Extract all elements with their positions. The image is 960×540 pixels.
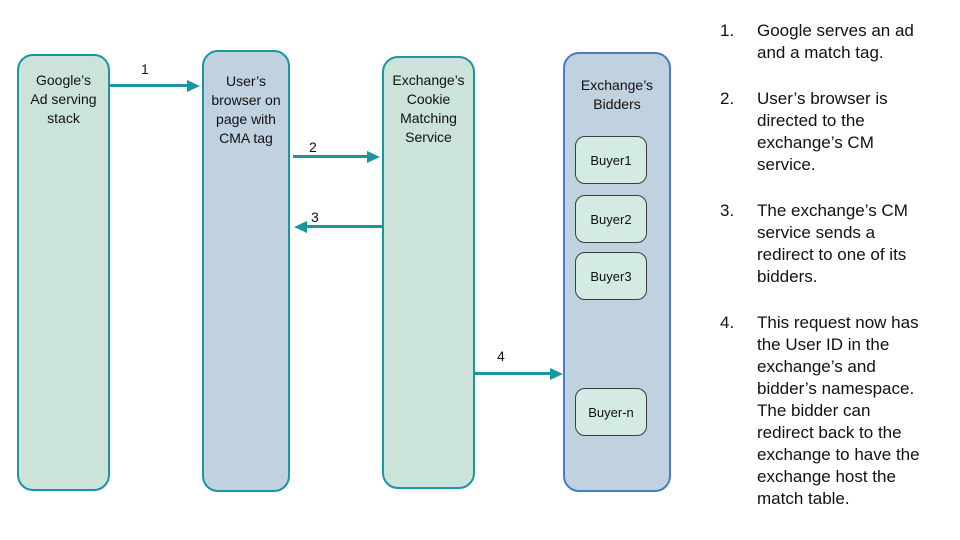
step-1-number: 1.: [720, 21, 735, 40]
buyer-box-3-label: Buyer3: [590, 268, 632, 284]
step-item-2: 2. User’s browser is directed to the exc…: [720, 88, 958, 176]
step-3-number: 3.: [720, 201, 735, 220]
step-item-4: 4. This request now has the User ID in t…: [720, 312, 958, 510]
step-4-number: 4.: [720, 313, 735, 332]
step-2-text: User’s browser is directed to the exchan…: [757, 89, 888, 174]
arrow-3: [307, 225, 382, 228]
buyer-box-2: Buyer2: [575, 195, 647, 243]
buyer-box-1-label: Buyer1: [590, 152, 632, 168]
steps-list: 1. Google serves an ad and a match tag. …: [720, 20, 958, 534]
arrow-3-label: 3: [311, 209, 319, 225]
node-exchange-bidders-label: Exchange’s Bidders: [580, 77, 654, 112]
arrow-1: [110, 84, 187, 87]
arrow-2-label: 2: [309, 139, 317, 155]
arrow-2: [293, 155, 367, 158]
node-user-browser-label: User’s browser on page with CMA tag: [211, 73, 281, 146]
step-1-text: Google serves an ad and a match tag.: [757, 21, 914, 62]
buyer-box-1: Buyer1: [575, 136, 647, 184]
node-cm-service-label: Exchange’s Cookie Matching Service: [392, 72, 465, 145]
buyer-box-n: Buyer-n: [575, 388, 647, 436]
step-item-1: 1. Google serves an ad and a match tag.: [720, 20, 958, 64]
arrow-4: [475, 372, 550, 375]
buyer-box-n-label: Buyer-n: [588, 404, 634, 420]
node-cm-service: Exchange’s Cookie Matching Service: [382, 56, 475, 489]
arrow-1-label: 1: [141, 61, 149, 77]
step-item-3: 3. The exchange’s CM service sends a red…: [720, 200, 958, 288]
step-2-number: 2.: [720, 89, 735, 108]
node-exchange-bidders: Exchange’s Bidders Buyer1 Buyer2 Buyer3 …: [563, 52, 671, 492]
buyer-box-2-label: Buyer2: [590, 211, 632, 227]
buyer-box-3: Buyer3: [575, 252, 647, 300]
node-user-browser: User’s browser on page with CMA tag: [202, 50, 290, 492]
node-google-ad-stack-label: Google’s Ad serving stack: [30, 72, 97, 126]
step-4-text: This request now has the User ID in the …: [757, 313, 920, 508]
step-3-text: The exchange’s CM service sends a redire…: [757, 201, 908, 286]
node-google-ad-stack: Google’s Ad serving stack: [17, 54, 110, 491]
arrow-4-label: 4: [497, 348, 505, 364]
